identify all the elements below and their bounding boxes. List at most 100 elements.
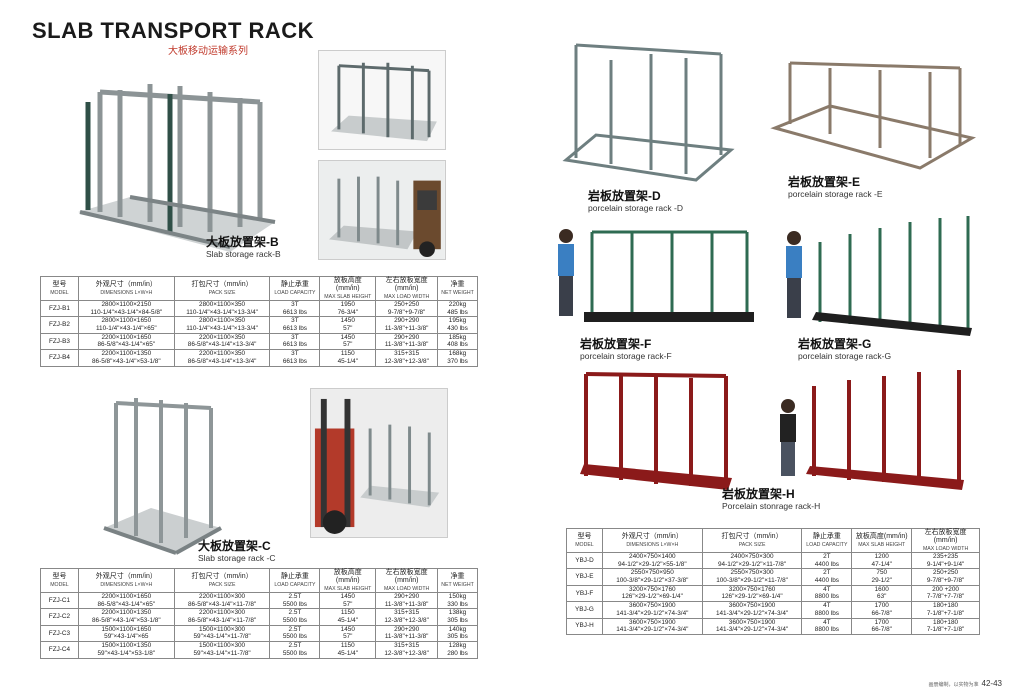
th-load-width-cn: 左右放板宽度(mm/in) (385, 569, 428, 585)
cell-h1: 1200 (874, 553, 889, 561)
th-dim-cn: 外观尺寸（mm/in） (95, 573, 157, 581)
cell-dim1: 2800×1100×2150 (101, 301, 152, 309)
cell-model: FZJ-B1 (48, 304, 70, 312)
th-weight-en: NET WEIGHT (441, 581, 474, 588)
cell-wt2: 305 lbs (447, 617, 468, 625)
cell-dim1: 3200×750×1760 (629, 585, 676, 593)
cell-w1: 180+180 (933, 618, 959, 626)
cell-h2: 47-1/4" (871, 560, 892, 568)
rack-d-caption-cn: 岩板放置架-D (588, 189, 661, 203)
cell-load2: 5500 lbs (282, 633, 307, 641)
th-model-cn: 型号 (52, 573, 67, 581)
table-cell: FZJ-B2 (40, 316, 79, 334)
cell-pack1: 1500×1100×300 (199, 642, 246, 650)
rack-g-photo (780, 212, 976, 342)
cell-w2: 12-3/8"+12-3/8" (384, 649, 429, 657)
table-cell: FZJ-B1 (40, 300, 79, 318)
cell-pack2: 86-5/8"×43-1/4"×11-7/8" (188, 600, 257, 608)
cell-dim2: 86-5/8"×43-1/4"×53-1/8" (91, 617, 161, 625)
cell-w1: 315+315 (394, 609, 420, 617)
rack-g-caption-cn: 岩板放置架-G (798, 337, 872, 351)
cell-wt2: 280 lbs (447, 649, 468, 657)
rack-e-photo (770, 58, 976, 182)
rack-e-caption: 岩板放置架-E porcelain storage rack -E (788, 175, 883, 200)
cell-pack1: 2200×1100×350 (199, 333, 246, 341)
th-load-cn: 静止承重 (280, 573, 309, 581)
th-model-cn: 型号 (52, 281, 67, 289)
cell-load2: 5500 lbs (282, 649, 307, 657)
table-cell: FZJ-C1 (40, 592, 79, 610)
th-pack-en: PACK SIZE (208, 581, 236, 588)
rack-f-caption-cn: 岩板放置架-F (580, 337, 652, 351)
cell-load1: 3T (291, 317, 299, 325)
cell-load1: 2.5T (288, 593, 302, 601)
cell-pack1: 2550×750×300 (730, 569, 774, 577)
table-cell: FZJ-C2 (40, 608, 79, 626)
cell-h1: 1450 (340, 593, 355, 601)
rack-g-caption-en: porcelain storage rack-G (798, 350, 892, 361)
th-dim-en: DIMENSIONS L×W×H (100, 581, 153, 588)
th-load-width-en: MAX LOAD WIDTH (383, 293, 430, 300)
cell-h1: 1450 (340, 625, 355, 633)
th-pack-cn: 打包尺寸（mm/in） (191, 573, 253, 581)
cell-wt2: 305 lbs (447, 633, 468, 641)
cell-model: FZJ-B2 (48, 321, 70, 329)
th-slab-height-cn: 放板高度(mm/in) (333, 277, 362, 293)
table-cell: FZJ-B4 (40, 349, 79, 367)
cell-wt1: 220kg (448, 301, 467, 309)
cell-dim2: 141-3/4"×29-1/2"×74-3/4" (616, 626, 689, 634)
th-slab-height-en: MAX SLAB HEIGHT (324, 585, 372, 592)
cell-pack1: 2200×1100×350 (199, 350, 246, 358)
cell-h2: 45-1/4" (337, 649, 358, 657)
th-load-cn: 静止承重 (812, 533, 841, 541)
cell-wt1: 128kg (448, 642, 467, 650)
rack-c-forklift-photo (310, 388, 448, 538)
cell-dim1: 3600×750×1900 (629, 602, 676, 610)
cell-h1: 1600 (874, 585, 889, 593)
rack-b-detail-photo (318, 50, 446, 150)
rack-h-photo (576, 366, 734, 494)
cell-w1: 290+290 (394, 317, 420, 325)
cell-wt1: 138kg (448, 609, 467, 617)
cell-w1: 290+290 (394, 333, 420, 341)
cell-w1: 200 +200 (932, 585, 959, 593)
cell-load2: 4400 lbs (814, 560, 839, 568)
cell-dim2: 94-1/2"×29-1/2"×55-1/8" (617, 560, 687, 568)
cell-w2: 9-7/8"+9-7/8" (926, 577, 965, 585)
cell-dim1: 2400×750×1400 (629, 553, 676, 561)
cell-w2: 9-7/8"+9-7/8" (387, 308, 426, 316)
cell-pack2: 86-5/8"×43-1/4"×11-7/8" (188, 617, 257, 625)
table-cell: YBJ-D (566, 552, 603, 570)
th-dim-cn: 外观尺寸（mm/in） (621, 533, 683, 541)
th-slab-height-cn: 放板高度(mm/in) (333, 569, 362, 585)
